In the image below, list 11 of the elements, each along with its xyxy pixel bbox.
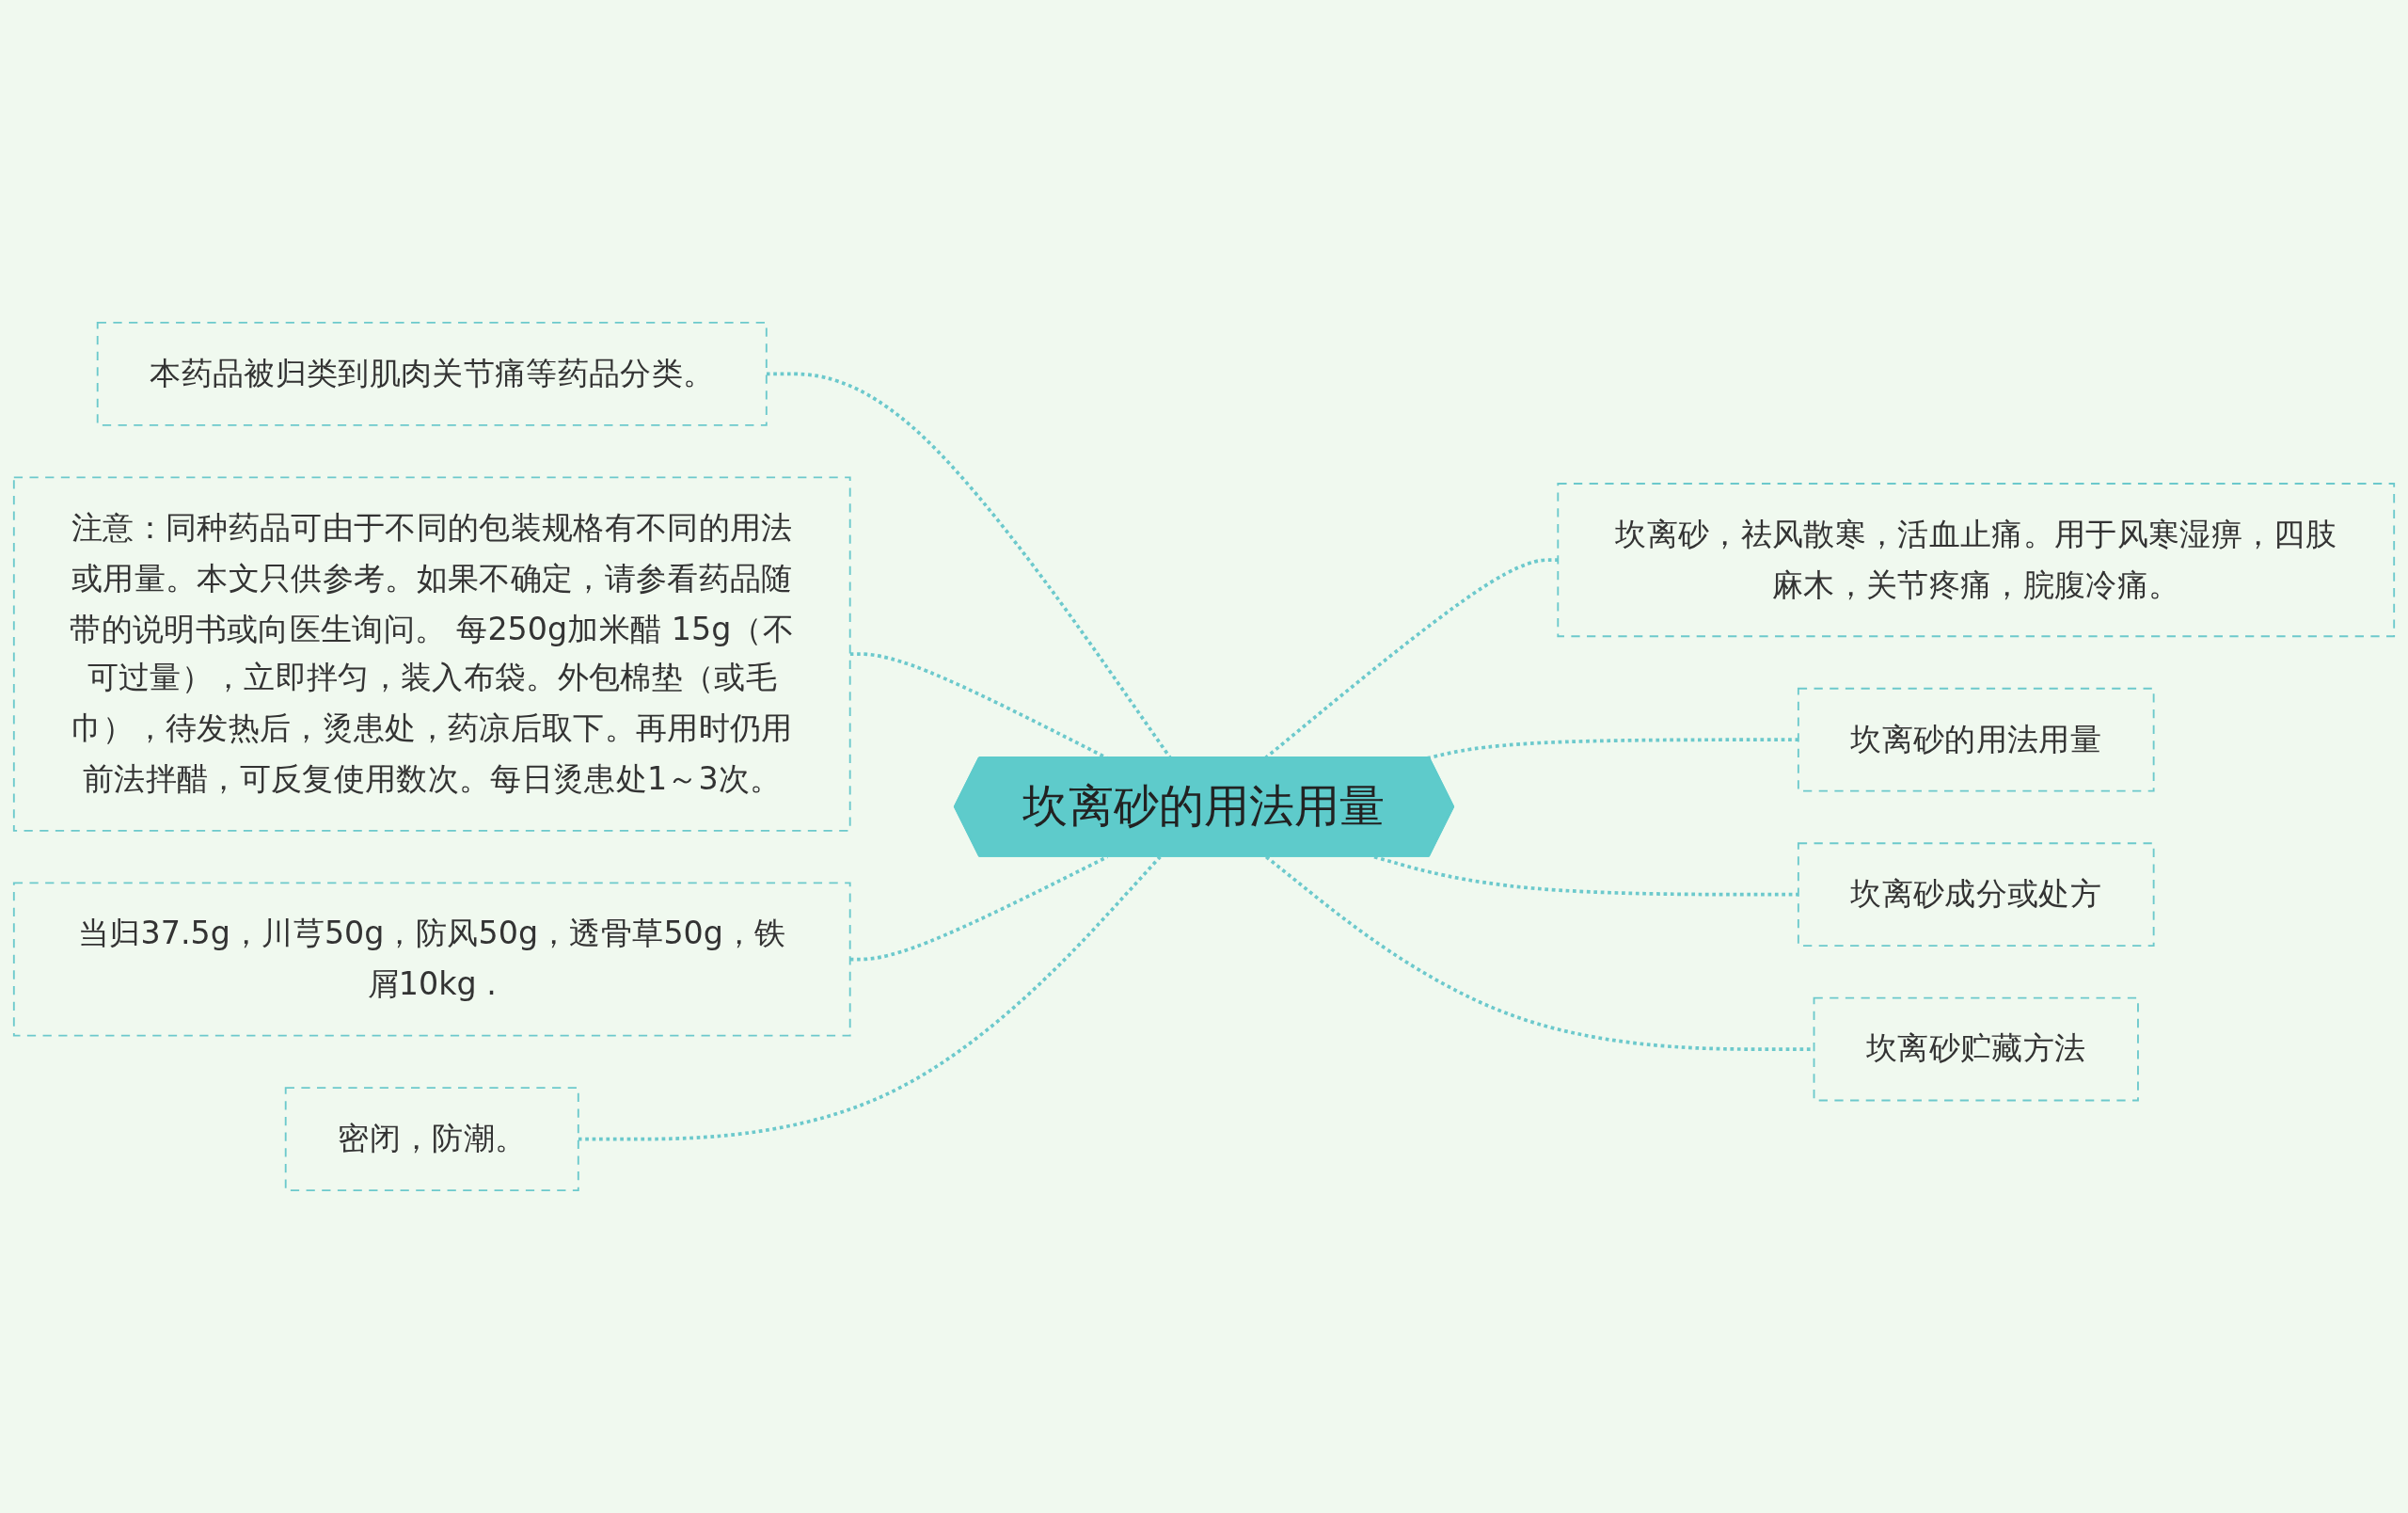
node-box: 坎离砂贮藏方法 xyxy=(1813,996,2139,1102)
node-box: 密闭，防潮。 xyxy=(284,1087,579,1191)
connector xyxy=(1426,738,1798,760)
node-box: 本药品被归类到肌肉关节痛等药品分类。 xyxy=(96,322,768,426)
node-box: 坎离砂，祛风散寒，活血止痛。用于风寒湿痹，四肢麻木，关节疼痛，脘腹冷痛。 xyxy=(1557,483,2396,638)
connector xyxy=(849,855,1109,962)
node-box: 坎离砂成分或处方 xyxy=(1797,842,2155,947)
node-box: 当归37.5g，川芎50g，防风50g，透骨草50g，铁屑10kg . xyxy=(12,882,851,1037)
node-box: 坎离砂的用法用量 xyxy=(1797,687,2155,792)
node-box: 注意：同种药品可由于不同的包装规格有不同的用法或用量。本文只供参考。如果不确定，请参看药品随带的说明书或向医生询问。 每250g加米醋 15g（不可过量），立即拌匀，装入布袋。外包棉垫（或毛巾），待发热后，烫患处，药凉后取下。再用时仍用前法拌醋，可反复使用数次。每日烫患处1～3次。 xyxy=(12,476,851,832)
connector xyxy=(578,855,1162,1141)
